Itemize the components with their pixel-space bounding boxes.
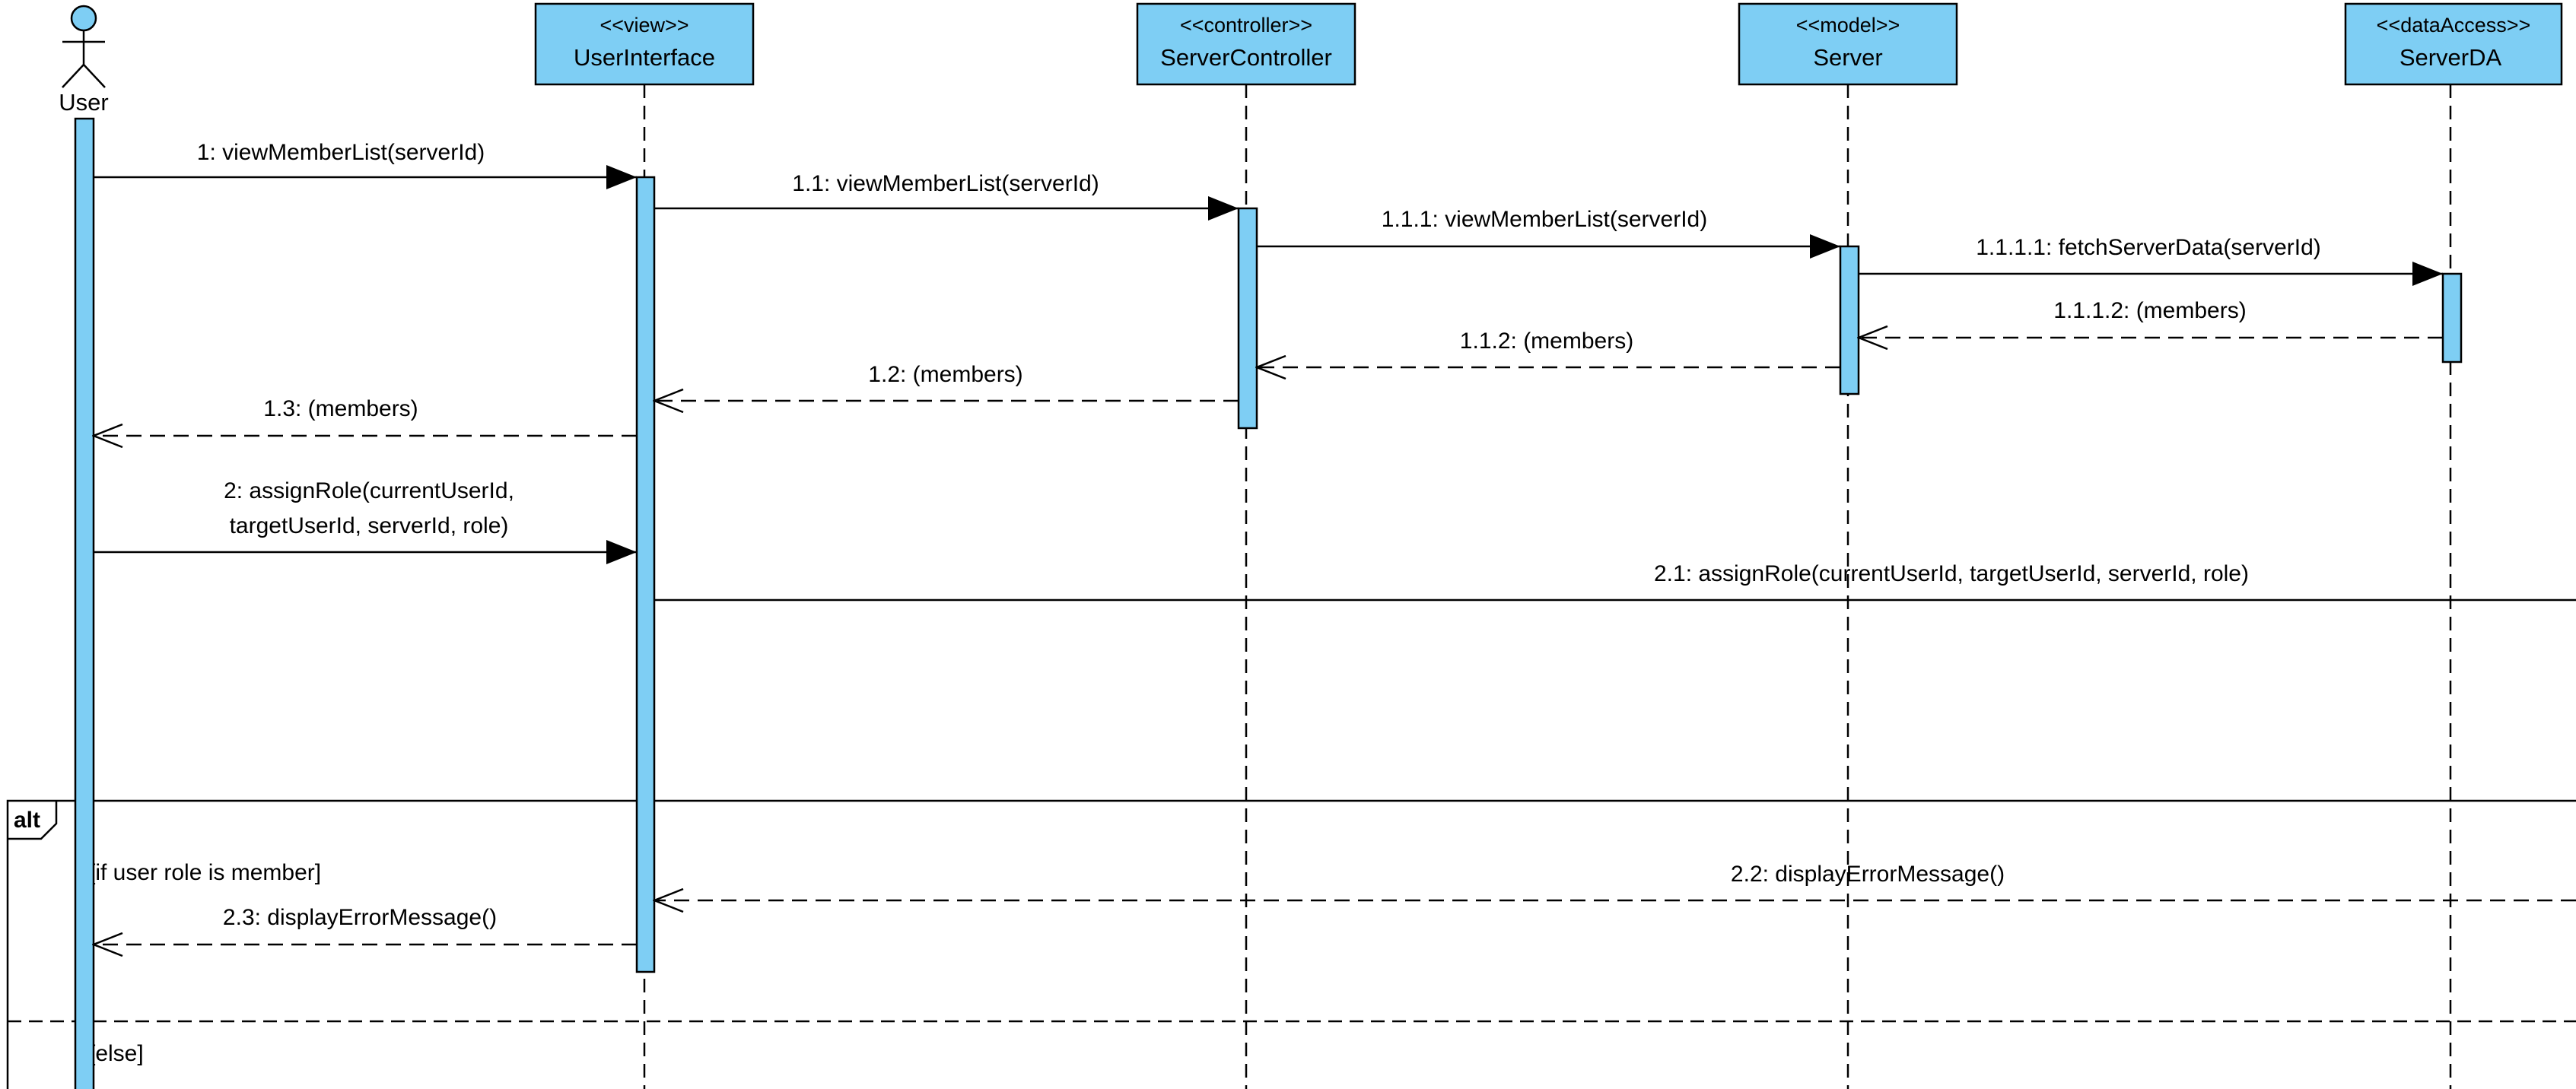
message-label: 2.2: displayErrorMessage() [1731,862,2005,887]
alt-guard-member: [if user role is member] [89,860,321,885]
participant-serverda[interactable]: <<dataAccess>> ServerDA [2344,2,2563,86]
participant-stereotype: <<controller>> [1180,14,1312,37]
participant-box [534,2,755,86]
message-label: 2.1: assignRole(currentUserId, targetUse… [1654,561,2249,586]
activation-servercontroller [1237,207,1258,430]
participant-servercontroller[interactable]: <<controller>> ServerController [1136,2,1356,86]
participant-name: Server [1813,44,1882,71]
participant-name: ServerDA [2399,44,2502,71]
message-label: 1.1: viewMemberList(serverId) [792,171,1099,196]
message-label: 1.1.1: viewMemberList(serverId) [1382,207,1707,232]
message-2-1-assignrole[interactable]: 2.1: assignRole(currentUserId, targetUse… [654,561,2576,602]
alt-fragment: alt [if user role is member] [else] [6,799,2576,1089]
actor-name: User [59,89,108,116]
participant-box [1738,2,1958,86]
message-label: 1.1.2: (members) [1460,329,1633,354]
participant-stereotype: <<dataAccess>> [2377,14,2531,37]
message-1-1-2-members-return[interactable]: 1.1.2: (members) [1257,329,1840,367]
activation-user [74,117,95,1089]
alt-guard-else: [else] [89,1041,144,1066]
message-label-line-2: targetUserId, serverId, role) [230,513,509,538]
message-label: 1.3: (members) [263,396,418,421]
stick-figure-icon [62,5,106,88]
message-label: 1: viewMemberList(serverId) [197,140,485,165]
participant-box [1136,2,1356,86]
alt-operator-tab [8,801,58,840]
activation-server [1839,245,1860,395]
actor-user[interactable]: User [59,5,109,116]
message-label: 1.1.1.1: fetchServerData(serverId) [1976,235,2321,260]
message-1-1-1-viewmemberlist[interactable]: 1.1.1: viewMemberList(serverId) [1257,207,1840,259]
activation-serverda [2441,272,2463,364]
message-2-assignrole[interactable]: 2: assignRole(currentUserId, targetUserI… [94,478,637,564]
participant-name: UserInterface [574,44,715,71]
participant-name: ServerController [1160,44,1332,71]
participant-server[interactable]: <<model>> Server [1738,2,1958,86]
message-1-1-1-1-fetchserverdata[interactable]: 1.1.1.1: fetchServerData(serverId) [1859,235,2443,286]
alt-fragment-frame [6,799,2576,1089]
message-2-3-displayerrormessage-return[interactable]: 2.3: displayErrorMessage() [94,905,637,945]
participant-stereotype: <<view>> [599,14,689,37]
message-label: 1.2: (members) [868,362,1022,387]
messages: 1: viewMemberList(serverId) 1.1: viewMem… [94,140,2576,945]
participant-stereotype: <<model>> [1796,14,1900,37]
participant-userinterface[interactable]: <<view>> UserInterface [534,2,755,86]
participant-box [2344,2,2563,86]
message-label: 2.3: displayErrorMessage() [223,905,497,930]
activation-userinterface [635,176,656,973]
message-1-2-members-return[interactable]: 1.2: (members) [654,362,1239,401]
message-1-1-1-2-members-return[interactable]: 1.1.1.2: (members) [1859,298,2443,338]
message-label-line-1: 2: assignRole(currentUserId, [224,478,514,503]
activation-bars [74,117,2463,1089]
alt-operator-label: alt [14,808,40,833]
message-1-1-viewmemberlist[interactable]: 1.1: viewMemberList(serverId) [654,171,1239,221]
message-2-2-displayerrormessage-return[interactable]: 2.2: displayErrorMessage() [654,862,2576,900]
message-1-viewmemberlist[interactable]: 1: viewMemberList(serverId) [94,140,637,189]
message-1-3-members-return[interactable]: 1.3: (members) [94,396,637,436]
message-label: 1.1.1.2: (members) [2053,298,2246,323]
